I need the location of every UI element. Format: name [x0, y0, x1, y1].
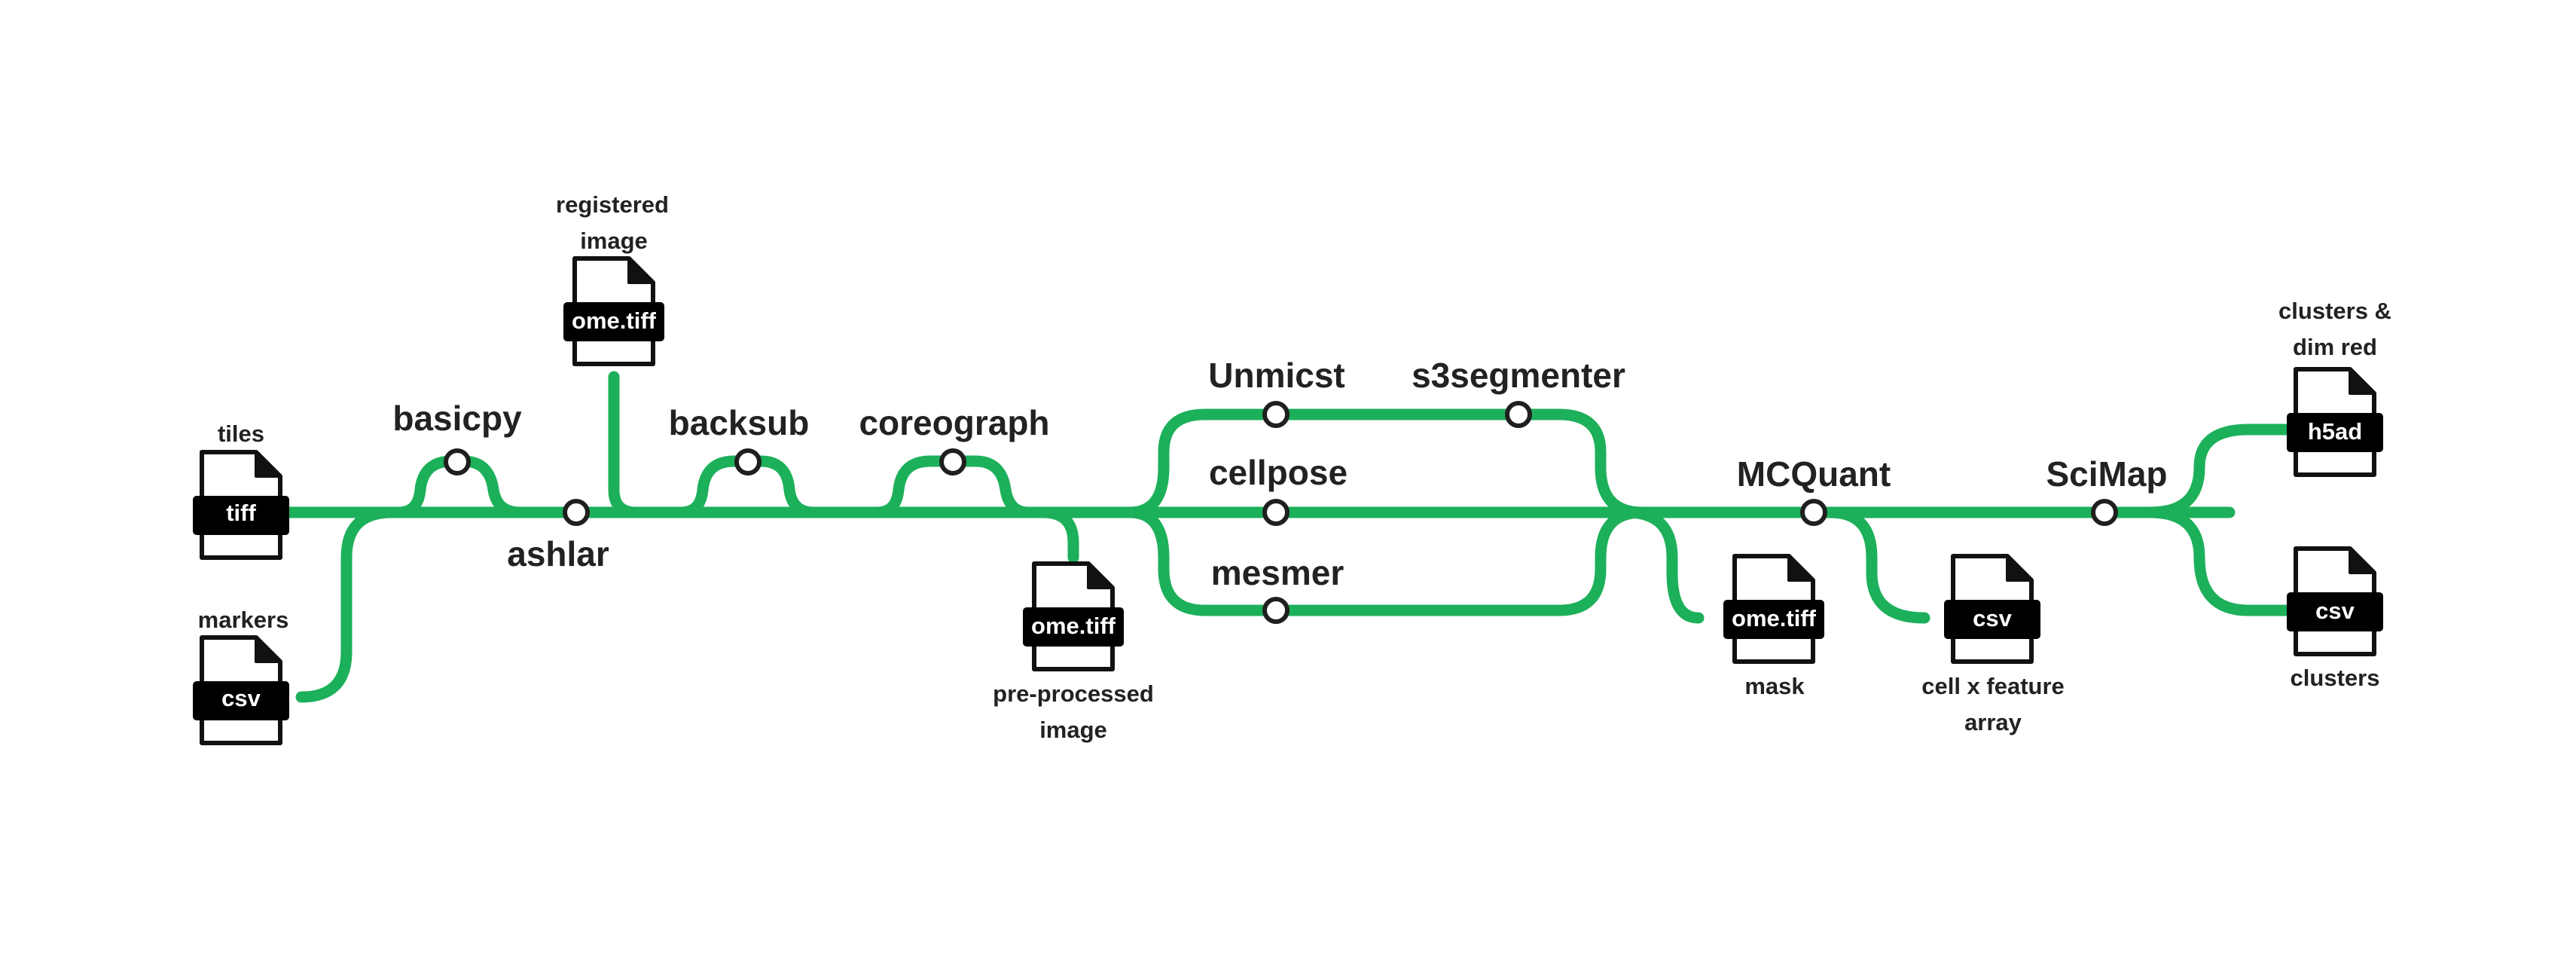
file-cell-feature-array[interactable]: csv cell x feature array — [1921, 554, 2065, 735]
backsub-station[interactable] — [734, 448, 762, 475]
file-tiles-caption-1: tiles — [218, 420, 264, 447]
file-registered-type: ome.tiff — [572, 307, 657, 334]
markers-track — [295, 506, 398, 703]
cell-feature-track — [1824, 506, 1930, 624]
unmicst-s3segmenter-track — [1124, 408, 1648, 518]
file-mask-fold — [1787, 555, 1814, 582]
file-cell-feature-array-badge — [1944, 600, 2040, 639]
file-tiles-badge — [193, 496, 289, 535]
file-preprocessed-caption-1: pre-processed — [993, 680, 1154, 707]
file-mask-type: ome.tiff — [1732, 605, 1817, 631]
file-nodes: tiles tiff markers csv registered image … — [193, 191, 2391, 745]
clusters-track — [2144, 506, 2292, 616]
file-markers-badge — [193, 681, 289, 720]
file-clusters-dimred-badge — [2287, 413, 2383, 452]
file-cellfeature-caption-2: array — [1964, 709, 2022, 735]
file-preprocessed-image-badge — [1023, 607, 1124, 647]
backsub-label: backsub — [669, 403, 810, 442]
file-clusters-dimred-caption-2: dim red — [2293, 334, 2377, 360]
file-preprocessed-image[interactable]: ome.tiff pre-processed image — [993, 561, 1154, 743]
mask-track — [1621, 506, 1705, 624]
file-cell-feature-array-fold — [2006, 555, 2033, 582]
s3segmenter-station[interactable] — [1505, 401, 1532, 428]
registered-image-track — [608, 371, 642, 518]
ashlar-label: ashlar — [507, 534, 609, 573]
file-clusters-caption-1: clusters — [2291, 665, 2380, 691]
clusters-dimred-track — [2144, 423, 2292, 518]
mcquant-label: MCQuant — [1737, 454, 1891, 494]
file-registered-image[interactable]: registered image ome.tiff — [556, 191, 669, 366]
file-preprocessed-caption-2: image — [1039, 717, 1107, 743]
s3segmenter-label: s3segmenter — [1412, 356, 1625, 395]
ashlar-station[interactable] — [563, 499, 590, 526]
file-preprocessed-type: ome.tiff — [1031, 613, 1116, 639]
mcquant-station[interactable] — [1800, 499, 1827, 526]
cellpose-label: cellpose — [1209, 453, 1348, 492]
file-markers-fold — [255, 636, 282, 663]
file-clusters-fold — [2349, 547, 2376, 574]
file-clusters-dimred-fold — [2349, 368, 2376, 395]
file-markers-type: csv — [221, 685, 261, 711]
file-clusters-dimred-caption-1: clusters & — [2278, 298, 2391, 324]
file-registered-image-fold — [627, 257, 655, 284]
file-mask[interactable]: ome.tiff mask — [1723, 554, 1824, 699]
scimap-station[interactable] — [2091, 499, 2118, 526]
file-tiles[interactable]: tiles tiff — [193, 420, 289, 560]
file-cellfeature-caption-1: cell x feature — [1921, 673, 2065, 699]
file-clusters-type: csv — [2315, 598, 2355, 624]
coreograph-label: coreograph — [859, 403, 1049, 442]
mesmer-station[interactable] — [1262, 597, 1290, 624]
mesmer-track — [1124, 506, 1648, 616]
file-tiles-type: tiff — [226, 500, 256, 526]
file-mask-caption-1: mask — [1744, 673, 1805, 699]
unmicst-label: Unmicst — [1208, 356, 1344, 395]
file-clusters-dimred[interactable]: clusters & dim red h5ad — [2278, 298, 2391, 477]
file-registered-caption-2: image — [580, 228, 648, 254]
tool-labels: basicpy ashlar backsub coreograph Unmics… — [392, 356, 2167, 592]
file-clusters-badge — [2287, 592, 2383, 631]
basicpy-station[interactable] — [444, 448, 471, 475]
pipeline-stations — [444, 401, 2118, 624]
mesmer-label: mesmer — [1211, 553, 1344, 592]
file-markers[interactable]: markers csv — [193, 607, 289, 745]
cellpose-station[interactable] — [1262, 499, 1290, 526]
file-preprocessed-image-fold — [1087, 562, 1114, 589]
file-mask-badge — [1723, 600, 1824, 639]
unmicst-station[interactable] — [1262, 401, 1290, 428]
file-tiles-fold — [255, 451, 282, 478]
file-registered-image-badge — [563, 302, 664, 341]
file-cellfeature-type: csv — [1973, 605, 2012, 631]
preprocessed-image-track — [1037, 506, 1079, 564]
basicpy-label: basicpy — [392, 399, 522, 438]
file-clusters[interactable]: csv clusters — [2287, 546, 2383, 691]
file-markers-caption-1: markers — [198, 607, 289, 633]
coreograph-station[interactable] — [939, 448, 966, 475]
file-clusters-dimred-type: h5ad — [2308, 418, 2362, 445]
scimap-label: SciMap — [2046, 454, 2167, 494]
file-registered-caption-1: registered — [556, 191, 669, 218]
